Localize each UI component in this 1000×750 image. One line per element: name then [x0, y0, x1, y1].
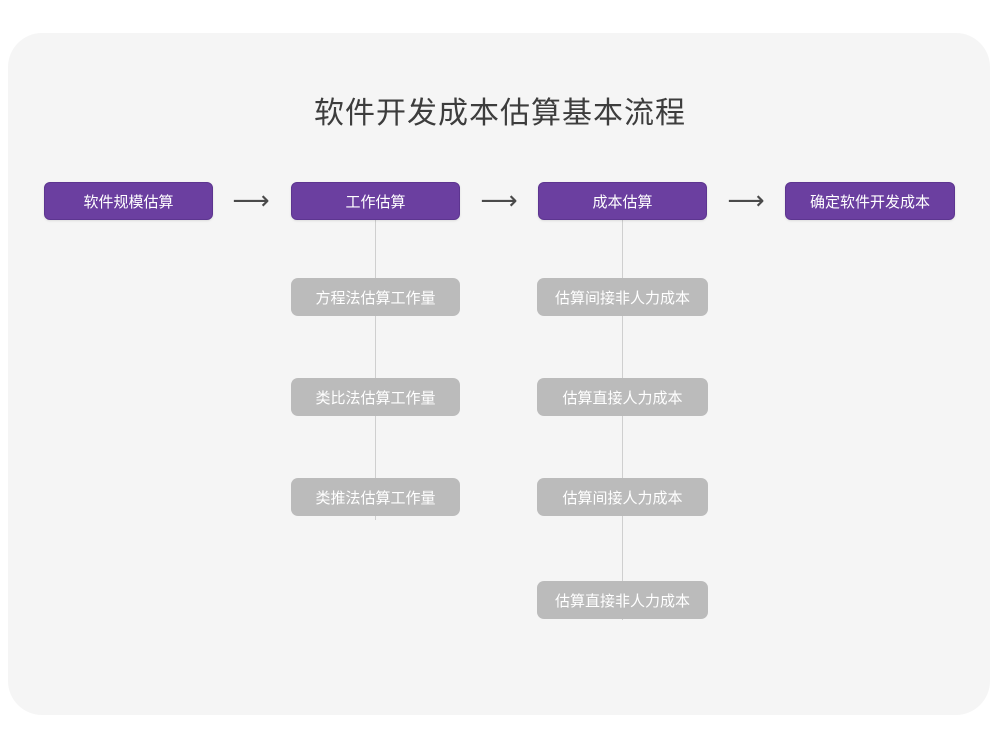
flow-step-determine-development-cost[interactable]: 确定软件开发成本	[785, 182, 955, 220]
connector-line-branch-1	[375, 220, 376, 520]
branch-node-indirect-non-labor-cost[interactable]: 估算间接非人力成本	[537, 278, 708, 316]
flow-step-software-scale-estimation[interactable]: 软件规模估算	[44, 182, 213, 220]
branch-node-analogy-method-workload[interactable]: 类比法估算工作量	[291, 378, 460, 416]
flow-step-work-estimation[interactable]: 工作估算	[291, 182, 460, 220]
branch-node-label: 估算直接人力成本	[562, 389, 683, 407]
flow-step-label: 工作估算	[345, 193, 406, 211]
branch-node-label: 方程法估算工作量	[315, 289, 436, 307]
branch-node-equation-method-workload[interactable]: 方程法估算工作量	[291, 278, 460, 316]
flow-step-label: 确定软件开发成本	[809, 193, 930, 211]
arrow-glyph: ⟶	[232, 186, 270, 216]
content-card	[8, 33, 990, 715]
arrow-icon-1: ⟶	[227, 188, 275, 214]
branch-node-direct-labor-cost[interactable]: 估算直接人力成本	[537, 378, 708, 416]
arrow-icon-3: ⟶	[722, 188, 770, 214]
branch-node-label: 类比法估算工作量	[315, 389, 436, 407]
arrow-glyph: ⟶	[480, 186, 518, 216]
flow-step-label: 成本估算	[592, 193, 653, 211]
branch-node-indirect-labor-cost[interactable]: 估算间接人力成本	[537, 478, 708, 516]
branch-node-label: 估算直接非人力成本	[554, 592, 690, 610]
flow-step-cost-estimation[interactable]: 成本估算	[538, 182, 707, 220]
branch-node-label: 估算间接人力成本	[562, 489, 683, 507]
flow-step-label: 软件规模估算	[83, 193, 174, 211]
connector-line-branch-2	[622, 220, 623, 620]
branch-node-label: 估算间接非人力成本	[554, 289, 690, 307]
branch-node-inference-method-workload[interactable]: 类推法估算工作量	[291, 478, 460, 516]
branch-node-label: 类推法估算工作量	[315, 489, 436, 507]
page-title: 软件开发成本估算基本流程	[314, 97, 686, 130]
branch-node-direct-non-labor-cost[interactable]: 估算直接非人力成本	[537, 581, 708, 619]
arrow-glyph: ⟶	[727, 186, 765, 216]
arrow-icon-2: ⟶	[475, 188, 523, 214]
